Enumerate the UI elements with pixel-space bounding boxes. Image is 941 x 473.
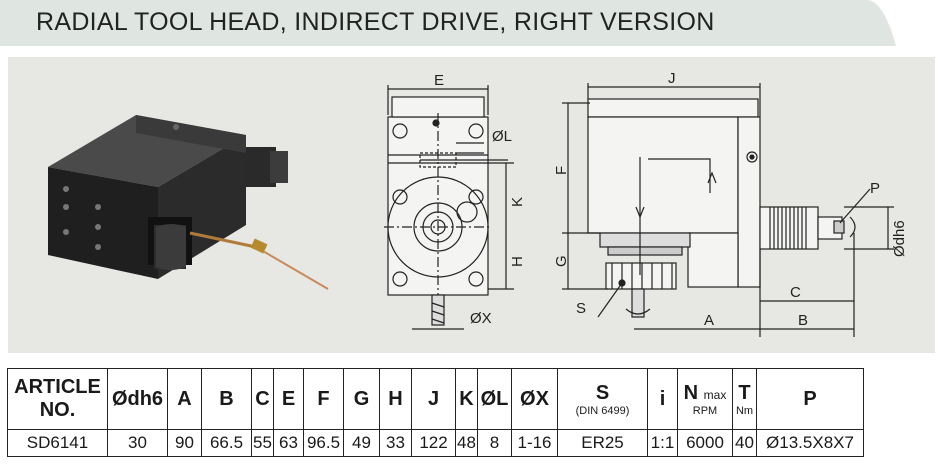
cell-t: 40 [732, 429, 757, 457]
cell-e: 63 [273, 429, 304, 457]
cell-k: 48 [455, 429, 478, 457]
dim-label-k: K [509, 197, 526, 207]
dim-label-h: H [509, 256, 526, 267]
dim-label-g: G [553, 255, 570, 267]
dim-label-x: ØX [470, 310, 492, 327]
dim-label-p: P [870, 180, 880, 197]
cell-l: 8 [477, 429, 512, 457]
cell-a: 90 [167, 429, 202, 457]
cell-x: 1-16 [511, 429, 558, 457]
cell-j: 122 [411, 429, 456, 457]
cell-p: Ø13.5X8X7 [756, 429, 864, 457]
dim-label-dh6: Ødh6 [891, 220, 908, 257]
side-view [562, 83, 894, 337]
cell-n: 6000 [677, 429, 733, 457]
header-c: C [251, 368, 274, 430]
header-i: i [647, 368, 678, 430]
header-t-label: T [738, 381, 751, 404]
cell-h: 33 [379, 429, 412, 457]
header-k: K [455, 368, 478, 430]
header-dh6: Ødh6 [107, 368, 168, 430]
header-n-max: max [703, 387, 727, 402]
dim-label-e: E [434, 72, 444, 89]
header-t-unit: Nm [735, 404, 754, 417]
header-article: ARTICLE NO. [7, 368, 108, 430]
table-row: SD6141 30 90 66.5 55 63 96.5 49 33 122 4… [7, 429, 864, 457]
page-title: RADIAL TOOL HEAD, INDIRECT DRIVE, RIGHT … [36, 8, 715, 36]
header-g: G [343, 368, 380, 430]
header-h: H [379, 368, 412, 430]
header-p: P [756, 368, 864, 430]
cell-g: 49 [343, 429, 380, 457]
cell-i: 1:1 [647, 429, 678, 457]
cell-b: 66.5 [201, 429, 252, 457]
technical-drawing: E ØL K H ØX [48, 70, 908, 337]
cell-f: 96.5 [303, 429, 344, 457]
header-j: J [411, 368, 456, 430]
header-f: F [303, 368, 344, 430]
header-x: ØX [511, 368, 558, 430]
cell-dh6: 30 [107, 429, 168, 457]
header-b: B [201, 368, 252, 430]
cell-article: SD6141 [7, 429, 108, 457]
figure-panel: E ØL K H ØX [8, 57, 935, 353]
header-s: S (DIN 6499) [557, 368, 648, 430]
header-n-label: N [683, 381, 699, 404]
table-header-row: ARTICLE NO. Ødh6 A B C E F G H J K ØL ØX… [7, 368, 864, 430]
front-view [384, 85, 514, 330]
cell-s: ER25 [557, 429, 648, 457]
header-s-standard: (DIN 6499) [575, 404, 630, 417]
dim-label-f: F [553, 166, 570, 175]
header-t: T Nm [732, 368, 757, 430]
spec-table: ARTICLE NO. Ødh6 A B C E F G H J K ØL ØX… [7, 368, 864, 457]
product-render [48, 115, 329, 290]
dim-label-j: J [668, 70, 676, 87]
header-n: N max RPM [677, 368, 733, 430]
header-e: E [273, 368, 304, 430]
dim-label-s: S [576, 300, 586, 317]
dim-label-a: A [704, 312, 714, 329]
header-a: A [167, 368, 202, 430]
header-n-unit: RPM [692, 404, 718, 417]
header-l: ØL [477, 368, 512, 430]
dim-label-l: ØL [492, 128, 512, 145]
dim-label-b: B [798, 312, 808, 329]
cell-c: 55 [251, 429, 274, 457]
header-s-label: S [595, 381, 610, 404]
title-band: RADIAL TOOL HEAD, INDIRECT DRIVE, RIGHT … [0, 0, 941, 48]
dim-label-c: C [790, 284, 801, 301]
title-band-shape [0, 0, 896, 46]
